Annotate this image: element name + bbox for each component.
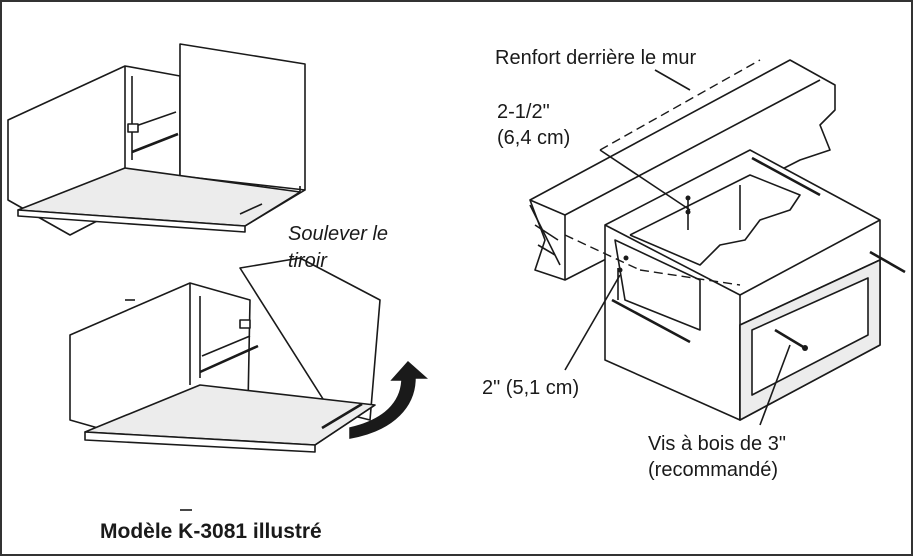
screw-label-line2: (recommandé) bbox=[648, 459, 779, 481]
dimension-top-label-line2: (6,4 cm) bbox=[497, 127, 571, 149]
lift-drawer-label-line2: tiroir bbox=[288, 250, 327, 272]
cabinet-bottom-drawer-lifted bbox=[69, 257, 381, 511]
dimension-top-label-line1: 2-1/2" bbox=[497, 101, 550, 123]
curved-arrow-icon bbox=[349, 360, 428, 439]
model-caption: Modèle K-3081 illustré bbox=[100, 520, 322, 543]
blocking-dash-3 bbox=[599, 59, 761, 151]
dim-side-leader bbox=[564, 274, 621, 371]
wall-blocking-label: Renfort derrière le mur bbox=[495, 47, 697, 69]
cabinet-top-drawer-closed bbox=[7, 43, 306, 301]
blocking-dash-2 bbox=[639, 269, 741, 286]
dim-top-leader bbox=[599, 149, 691, 211]
lift-drawer-label-line1: Soulever le bbox=[288, 223, 389, 245]
screw-leader bbox=[759, 344, 791, 426]
dimension-side-label: 2" (5,1 cm) bbox=[482, 377, 580, 399]
screw-label-line1: Vis à bois de 3" bbox=[648, 433, 786, 455]
cabinet-mounted bbox=[604, 149, 906, 421]
